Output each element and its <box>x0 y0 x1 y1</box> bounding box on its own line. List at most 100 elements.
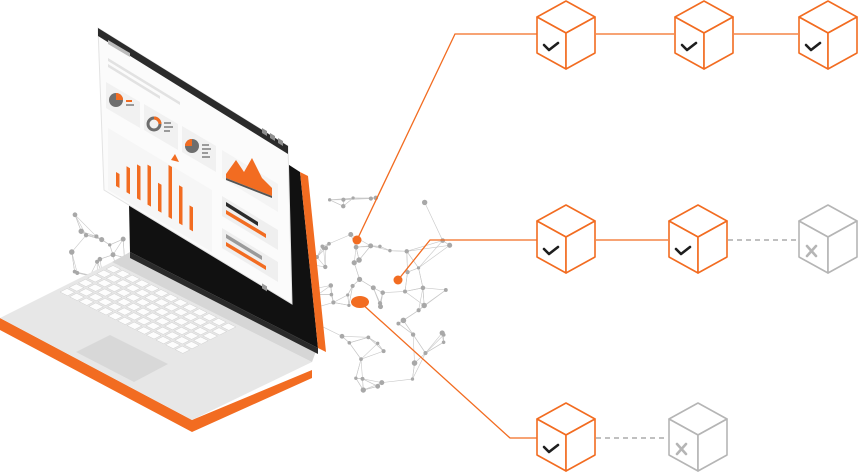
mesh-link <box>418 240 443 269</box>
mesh-dot <box>351 260 357 266</box>
mesh-dot <box>350 283 355 289</box>
screen-lid-edge <box>300 172 326 352</box>
keyboard-key <box>126 321 143 330</box>
dashboard-bar <box>126 166 130 195</box>
mesh-dot <box>411 360 418 366</box>
connector-lines <box>356 33 798 439</box>
keyboard-key <box>173 327 190 335</box>
mesh-link <box>368 337 384 352</box>
block-right-face <box>697 418 728 472</box>
donut-widget <box>144 104 178 150</box>
mesh-dot <box>331 300 336 305</box>
list-widget-1 <box>222 196 278 250</box>
keyboard-key <box>155 326 171 335</box>
keyboard-key <box>87 293 104 302</box>
keyboard-key <box>87 274 103 283</box>
keyboard-key <box>192 327 209 336</box>
chain-bottom-block-2 <box>668 402 728 472</box>
mesh-dot <box>72 212 78 218</box>
mesh-dot <box>388 248 392 253</box>
keyboard-key <box>117 317 133 325</box>
mesh-dot <box>360 376 365 381</box>
mesh-dot <box>339 333 345 339</box>
check-icon <box>804 41 822 52</box>
mesh-link <box>418 287 424 311</box>
keyboard-key <box>97 288 113 297</box>
mesh-dot <box>447 242 453 248</box>
keyboard <box>59 265 237 354</box>
mesh-link <box>422 287 446 291</box>
mesh-link <box>425 342 444 354</box>
mesh-link <box>112 238 124 255</box>
keyboard-key <box>202 332 218 340</box>
keyboard-key <box>126 312 142 321</box>
keyboard-key <box>78 288 94 297</box>
mesh-link <box>418 245 450 269</box>
window-btn-1 <box>262 283 267 292</box>
bar-chart-widget <box>108 128 212 252</box>
mesh-dot <box>94 234 99 239</box>
keyboard-key <box>115 279 132 288</box>
keyboard-key <box>211 327 228 336</box>
keyboard-key <box>183 322 199 331</box>
mesh-link <box>404 291 425 306</box>
keyboard-key <box>174 336 190 345</box>
chain-top-block-1 <box>536 0 596 70</box>
mesh-dot <box>359 357 363 362</box>
keyboard-key <box>163 312 180 321</box>
mesh-link <box>74 214 97 237</box>
mesh-dot <box>99 236 105 243</box>
pie-widget-2 <box>182 126 216 172</box>
mesh-dot <box>420 285 426 291</box>
keyboard-key <box>125 293 142 302</box>
keyboard-key <box>116 307 133 316</box>
keyboard-key <box>115 270 131 278</box>
keyboard-key <box>144 293 160 302</box>
keyboard-key <box>107 312 124 321</box>
mesh-dot <box>69 249 75 255</box>
pie-widget <box>106 82 140 128</box>
keyboard-key <box>144 303 161 312</box>
block-right-face <box>565 418 596 472</box>
check-icon <box>542 245 560 256</box>
dashboard-bar <box>189 205 193 232</box>
chain-top-block-3 <box>798 0 858 70</box>
keyboard-key <box>143 284 160 293</box>
keyboard-key <box>135 317 152 326</box>
mesh-link <box>343 198 371 200</box>
mesh-link <box>328 234 351 245</box>
keyboard-key <box>107 302 123 311</box>
keyboard-key <box>220 322 237 331</box>
mesh-link <box>122 239 125 258</box>
mesh-dot <box>378 304 384 310</box>
keyboard-key <box>106 284 122 292</box>
node-middle <box>393 275 403 285</box>
keyboard-key <box>163 294 179 302</box>
dashboard-topbar <box>98 28 288 154</box>
keyboard-key <box>201 313 218 322</box>
mesh-dot <box>396 321 401 326</box>
dashboard-title-bar <box>108 40 130 57</box>
mesh-link <box>71 251 75 272</box>
keyboard-key <box>105 274 122 283</box>
mesh-link <box>418 267 424 288</box>
mesh-dot <box>351 196 355 200</box>
keyboard-key <box>96 279 113 288</box>
mesh-link <box>404 272 408 292</box>
mesh-dot <box>421 302 427 309</box>
mesh-link <box>412 334 426 354</box>
keyboard-key <box>145 312 161 321</box>
mesh-dot <box>410 332 416 337</box>
keyboard-key <box>115 288 132 297</box>
blocks <box>536 0 858 472</box>
keyboard-key <box>164 322 180 331</box>
keyboard-key <box>163 303 180 312</box>
mesh-link <box>360 343 378 360</box>
dashboard-sheet <box>97 27 293 305</box>
mesh-dot <box>416 308 421 313</box>
mesh-link <box>358 245 371 261</box>
keyboard-key <box>193 336 209 345</box>
mesh-dot <box>353 244 359 250</box>
mesh-dot <box>381 349 386 354</box>
mesh-dot <box>380 290 385 295</box>
